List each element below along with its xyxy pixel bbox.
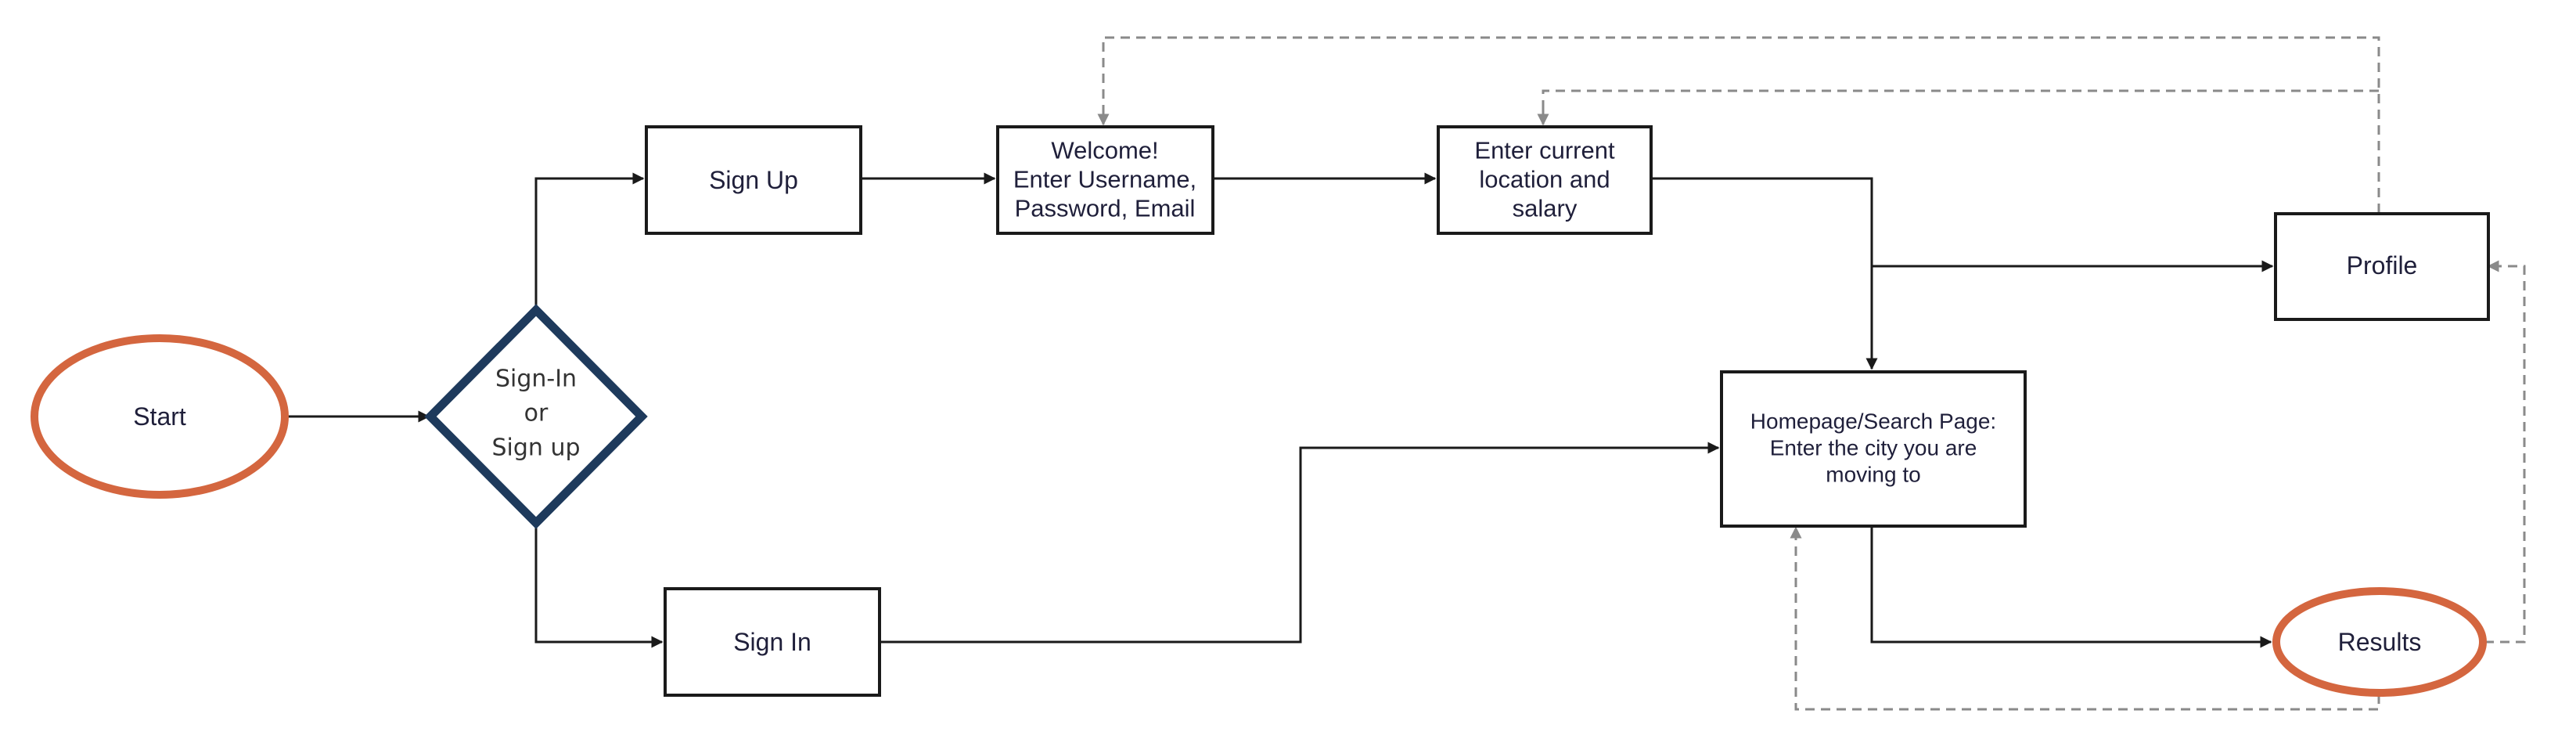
homepage-line-1: Homepage/Search Page: — [1750, 409, 1996, 434]
edge-decision-to-signin — [534, 524, 664, 648]
start-ellipse — [31, 334, 289, 499]
signup-label: Sign Up — [709, 166, 798, 194]
node-signin: Sign In — [664, 587, 881, 697]
signup-box — [645, 125, 862, 235]
dashed-edges — [1097, 36, 2526, 711]
welcome-box — [996, 125, 1214, 235]
decision-line-1: Sign-In — [495, 366, 577, 393]
signin-label: Sign In — [733, 628, 811, 656]
edge-profile-to-location — [1542, 89, 2379, 124]
signin-box — [664, 587, 881, 697]
homepage-box — [1720, 370, 2027, 528]
edge-results-to-profile — [2484, 260, 2526, 644]
solid-edges — [286, 172, 2274, 648]
homepage-line-3: moving to — [1826, 463, 1920, 487]
node-location: Enter current location and salary — [1437, 125, 1653, 235]
edge-location-to-homepage — [1651, 177, 1878, 370]
location-line-2: location and — [1479, 166, 1610, 193]
profile-label: Profile — [2347, 251, 2418, 279]
location-line-3: salary — [1513, 195, 1578, 222]
node-start: Start — [31, 334, 289, 499]
decision-line-2: or — [524, 400, 549, 427]
welcome-line-1: Welcome! — [1051, 137, 1158, 164]
edge-homepage-to-results — [1870, 526, 2272, 648]
welcome-line-3: Password, Email — [1015, 195, 1196, 222]
node-signup: Sign Up — [645, 125, 862, 235]
results-label: Results — [2338, 628, 2422, 656]
decision-diamond — [424, 304, 648, 529]
node-results: Results — [2272, 587, 2487, 697]
edge-decision-to-signup — [534, 172, 645, 308]
node-homepage: Homepage/Search Page: Enter the city you… — [1720, 370, 2027, 528]
start-label: Start — [133, 402, 186, 431]
decision-line-3: Sign up — [491, 434, 580, 462]
location-box — [1437, 125, 1653, 235]
location-line-1: Enter current — [1474, 137, 1615, 164]
profile-box — [2274, 212, 2490, 321]
results-ellipse — [2272, 587, 2487, 697]
edge-signin-to-homepage — [880, 442, 1720, 644]
node-welcome: Welcome! Enter Username, Password, Email — [996, 125, 1214, 235]
homepage-line-2: Enter the city you are — [1770, 436, 1977, 460]
edge-profile-to-welcome — [1097, 36, 2380, 213]
welcome-line-2: Enter Username, — [1013, 166, 1196, 193]
node-profile: Profile — [2274, 212, 2490, 321]
node-decision: Sign-In or Sign up — [424, 304, 648, 529]
edge-results-to-homepage — [1790, 526, 2380, 711]
